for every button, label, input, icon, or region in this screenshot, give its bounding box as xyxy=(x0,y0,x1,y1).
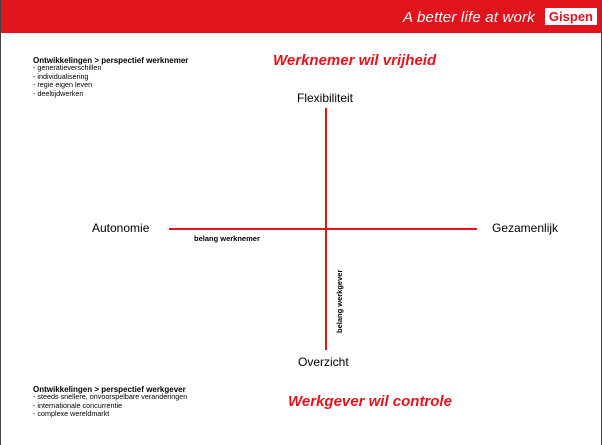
pole-right-label: Gezamenlijk xyxy=(492,221,559,235)
pole-top-label: Flexibiliteit xyxy=(297,91,354,105)
list-item: - complexe wereldmarkt xyxy=(33,409,110,419)
horizontal-axis-note: belang werknemer xyxy=(194,234,260,243)
header-banner: A better life at work Gispen xyxy=(1,0,601,33)
top-heading: Werknemer wil vrijheid xyxy=(273,52,437,69)
pole-left-label: Autonomie xyxy=(92,221,150,235)
list-item: - generatieverschillen xyxy=(33,63,102,72)
tagline: A better life at work xyxy=(402,9,535,26)
gispen-logo: Gispen xyxy=(544,8,597,25)
pole-bottom-label: Overzicht xyxy=(298,355,349,369)
bottom-block-title: Ontwikkelingen > perspectief werkgever xyxy=(33,385,186,394)
top-block-list: - generatieverschillen - individualiseri… xyxy=(33,63,102,98)
list-item: - internationale concurrentie xyxy=(33,400,123,410)
list-item: - deeltijdwerken xyxy=(33,88,84,98)
top-block-title: Ontwikkelingen > perspectief werknemer xyxy=(33,56,189,65)
bottom-heading: Werkgever wil controle xyxy=(288,393,452,410)
bottom-block-list: - steeds snellere, onvoorspelbare verand… xyxy=(33,392,188,419)
list-item: - regie eigen leven xyxy=(33,80,93,90)
list-item: - steeds snellere, onvoorspelbare verand… xyxy=(33,392,188,401)
vertical-axis-note: belang werkgever xyxy=(335,269,344,333)
list-item: - individualisering xyxy=(33,71,89,81)
